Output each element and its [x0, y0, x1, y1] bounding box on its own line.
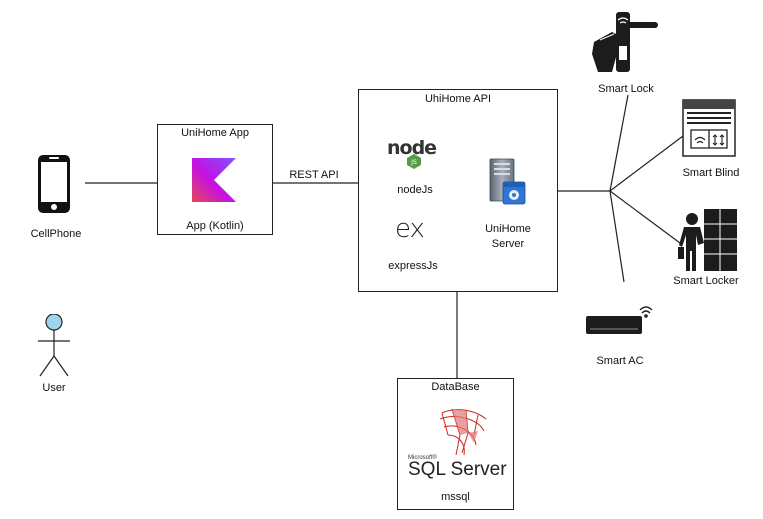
- nodejs-logo-text: node: [387, 137, 437, 159]
- smart-lock-icon: [592, 12, 658, 72]
- api-title: UhiHome API: [424, 93, 492, 105]
- nodejs-logo-icon: node JS: [387, 137, 447, 169]
- rest-api-label: REST API: [289, 169, 339, 181]
- cellphone-icon: [38, 155, 70, 213]
- smart-locker-icon: [678, 209, 737, 271]
- smart-lock-label: Smart Lock: [598, 83, 654, 95]
- user-label: User: [42, 382, 66, 394]
- unihome-app-box[interactable]: UniHome App App (Kotlin): [157, 124, 273, 235]
- user-actor-icon: [38, 314, 70, 377]
- svg-text:JS: JS: [410, 159, 417, 166]
- smart-ac-label: Smart AC: [596, 355, 644, 367]
- kotlin-logo-icon: [192, 158, 236, 202]
- server-icon: [489, 158, 526, 205]
- sql-vendor-text: Microsoft®: [408, 455, 437, 461]
- expressjs-label: expressJs: [388, 260, 438, 272]
- smart-blind-icon: [682, 99, 736, 157]
- database-title: DataBase: [431, 381, 480, 393]
- cellphone-label: CellPhone: [30, 228, 82, 240]
- nodejs-label: nodeJs: [397, 184, 433, 196]
- smart-ac-icon: [586, 306, 653, 334]
- database-box[interactable]: DataBase Microsoft® SQL Server mssql: [397, 378, 514, 510]
- server-label-line2: Server: [491, 238, 525, 250]
- sql-server-logo-icon: [439, 408, 487, 456]
- unihome-app-caption: App (Kotlin): [186, 220, 244, 232]
- database-caption: mssql: [441, 491, 470, 503]
- smart-blind-label: Smart Blind: [682, 167, 740, 179]
- server-label-line1: UniHome: [485, 223, 531, 235]
- express-logo-text: ex: [395, 214, 425, 244]
- smart-locker-label: Smart Locker: [673, 275, 739, 287]
- unihome-app-title: UniHome App: [181, 127, 249, 139]
- api-box[interactable]: UhiHome API node JS nodeJs ex expressJs …: [358, 89, 558, 292]
- sql-product-text: SQL Server: [408, 459, 507, 480]
